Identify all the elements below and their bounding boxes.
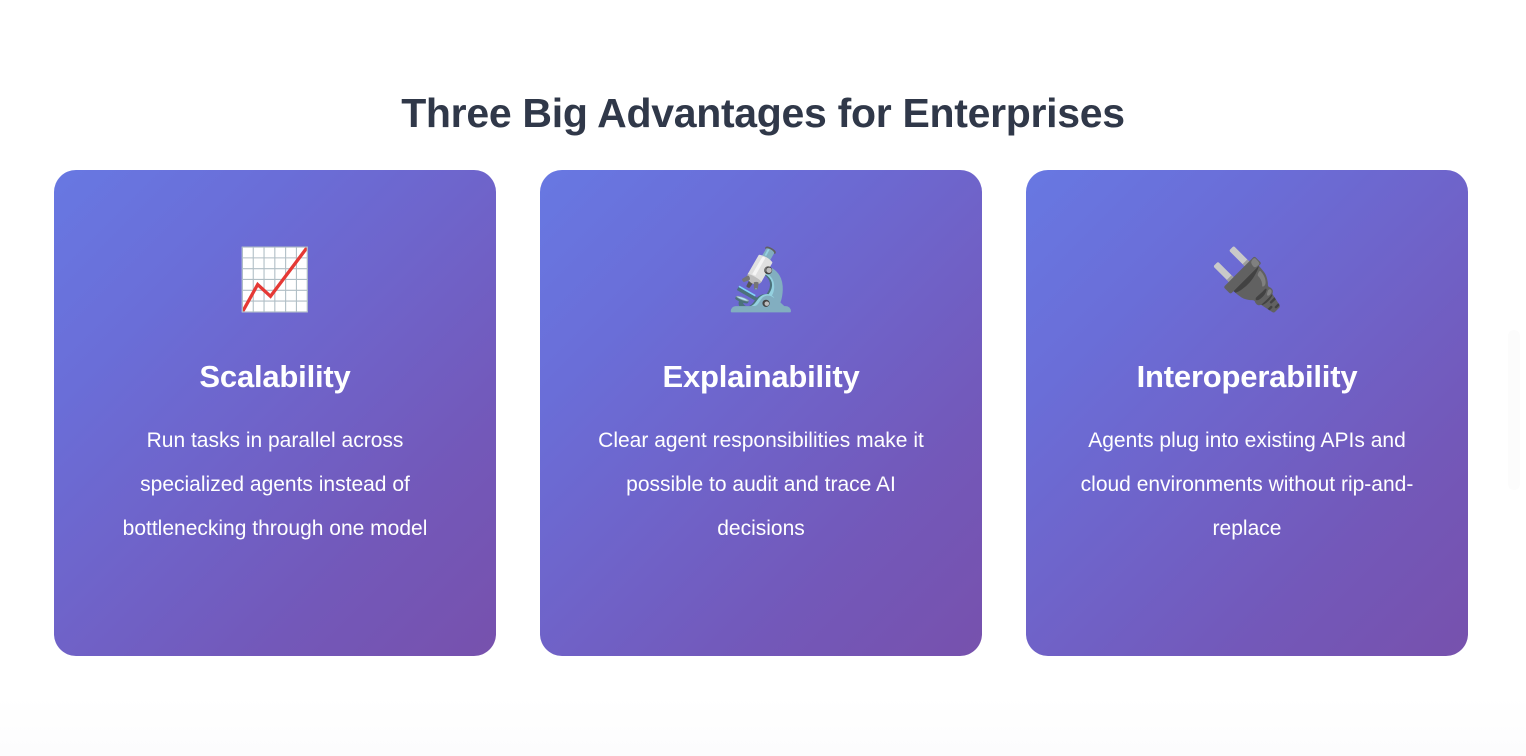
advantage-cards-row: 📈 Scalability Run tasks in parallel acro…: [54, 170, 1468, 656]
page-title: Three Big Advantages for Enterprises: [401, 90, 1125, 137]
scrollbar-thumb[interactable]: [1508, 330, 1520, 490]
chart-increasing-icon: 📈: [237, 246, 313, 313]
advantage-card-title: Scalability: [199, 359, 351, 394]
electric-plug-icon: 🔌: [1209, 246, 1285, 313]
bottom-fade: [0, 696, 1526, 756]
advantage-card-title: Interoperability: [1136, 359, 1358, 394]
advantage-card-body: Clear agent responsibilities make it pos…: [598, 429, 924, 541]
advantage-card-body: Run tasks in parallel across specialized…: [122, 429, 428, 541]
advantage-card-explainability[interactable]: 🔬 Explainability Clear agent responsibil…: [540, 170, 982, 656]
advantage-card-scalability[interactable]: 📈 Scalability Run tasks in parallel acro…: [54, 170, 496, 656]
advantage-card-interoperability[interactable]: 🔌 Interoperability Agents plug into exis…: [1026, 170, 1468, 656]
advantage-card-body: Agents plug into existing APIs and cloud…: [1080, 429, 1414, 541]
page-scrollbar[interactable]: [1508, 0, 1524, 756]
microscope-icon: 🔬: [723, 246, 799, 313]
advantage-card-title: Explainability: [662, 359, 860, 394]
